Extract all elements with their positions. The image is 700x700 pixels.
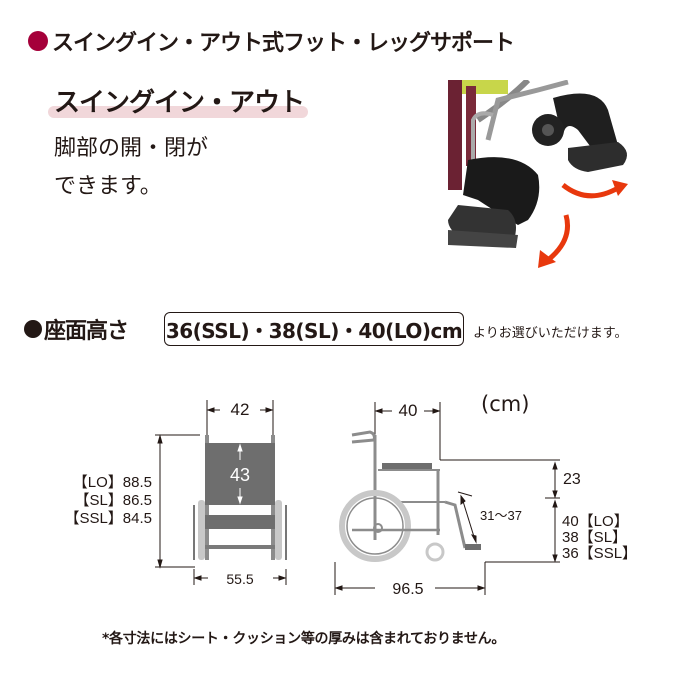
- seat-height-lo: 40【LO】: [562, 513, 629, 530]
- section-title-swing: スイングイン・アウト式フット・レッグサポート: [28, 26, 515, 56]
- overall-length-value: 96.5: [392, 581, 423, 598]
- armrest-height-value: 23: [563, 471, 581, 488]
- seat-height-ssl: 36【SSL】: [562, 545, 637, 562]
- height-ssl: 【SSL】84.5: [64, 510, 152, 527]
- description-line: 脚部の開・閉が: [54, 136, 209, 161]
- description: 脚部の開・閉が できます。: [54, 130, 208, 206]
- height-sl: 【SL】86.5: [74, 492, 152, 509]
- bullet-icon: [28, 31, 48, 51]
- side-view-diagram: 40 23 31〜37 96.5 40【LO】 38【SL】 36【SSL】: [334, 401, 637, 598]
- height-lo: 【LO】88.5: [73, 474, 152, 491]
- subtitle: スイングイン・アウト: [54, 88, 305, 118]
- footer-note: *各寸法にはシート・クッション等の厚みは含まれておりません。: [102, 631, 506, 647]
- legrest-length-value: 31〜37: [480, 508, 522, 523]
- section-title-text: スイングイン・アウト式フット・レッグサポート: [52, 31, 515, 56]
- leg-support-photo: [448, 80, 628, 268]
- seat-height-label: 座面高さ: [44, 319, 129, 344]
- seat-height-sl: 38【SL】: [562, 529, 627, 546]
- subtitle-highlight: [48, 106, 308, 118]
- top-width-value: 42: [231, 400, 250, 419]
- bottom-width-value: 55.5: [226, 571, 253, 587]
- description-line: できます。: [54, 174, 162, 199]
- seat-height-heading: 座面高さ: [24, 313, 129, 345]
- front-view-diagram: 43 42 55.5 【LO】88.5 【SL】86.5 【SSL】84.5: [64, 400, 287, 587]
- seat-height-note: よりお選びいただけます。: [473, 326, 628, 341]
- seat-depth-value: 40: [399, 401, 418, 420]
- bullet-icon: [24, 320, 42, 338]
- seat-height-options: 36(SSL)・38(SL)・40(LO)cm: [164, 312, 464, 346]
- unit-label: (cm): [481, 392, 530, 416]
- back-height-value: 43: [230, 465, 250, 485]
